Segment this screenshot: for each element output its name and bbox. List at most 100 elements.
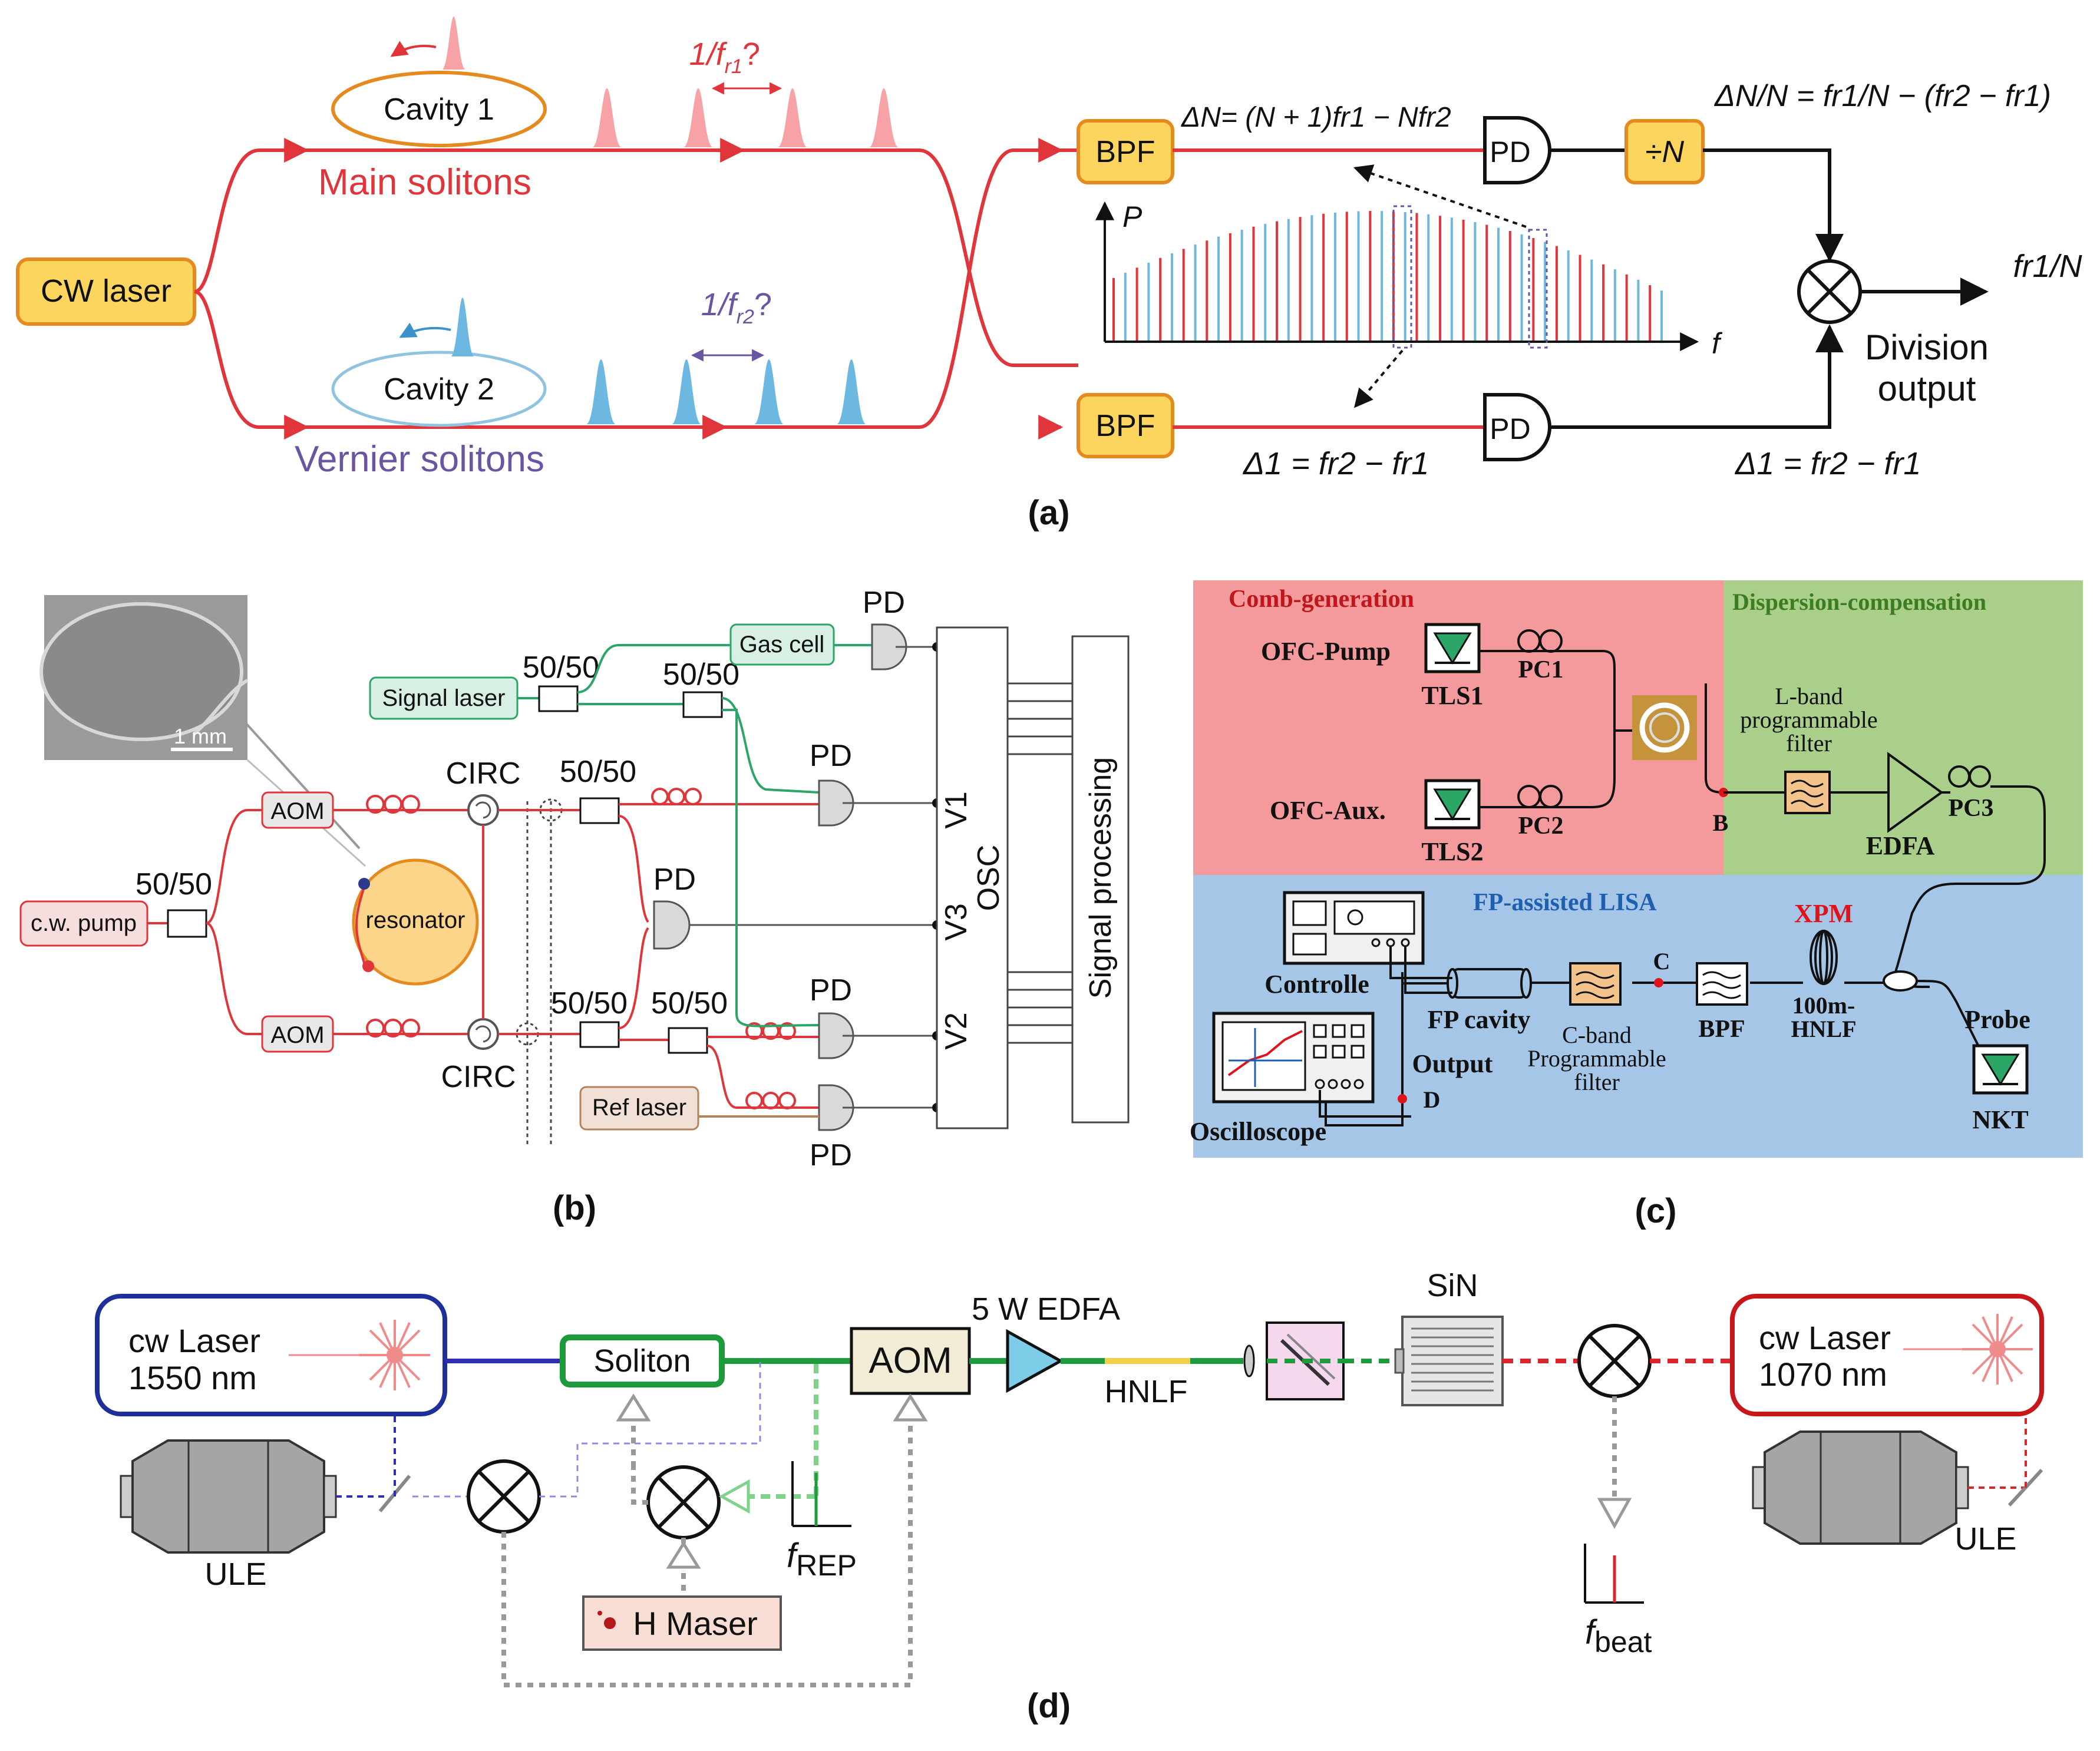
- edfa-label: EDFA: [1866, 831, 1935, 860]
- lband-label-3: filter: [1786, 730, 1832, 756]
- sem-ring: [39, 602, 243, 741]
- tls2-icon: [1424, 779, 1481, 830]
- aom-bottom-label: AOM: [270, 1022, 324, 1048]
- ule-left-cavity-icon: [120, 1439, 337, 1554]
- cw-laser-label: CW laser: [41, 273, 171, 309]
- sem-waveguide: [193, 679, 249, 735]
- rf-dotted-line: [631, 1467, 648, 1505]
- main-pulse: [869, 88, 899, 147]
- gas-cell-label: Gas cell: [739, 632, 825, 658]
- filter-waves: [1576, 971, 1614, 999]
- coupler-main-label: 50/50: [136, 867, 212, 901]
- panel-c: Comb-generation Dispersion-compensation …: [1190, 580, 2083, 1230]
- tls1-icon: [1424, 623, 1481, 673]
- counter-propagating-dot: [358, 878, 370, 890]
- pc3-label: PC3: [1949, 795, 1994, 822]
- dispersion-compensation-title: Dispersion-compensation: [1732, 589, 1986, 615]
- axis-f-label: f: [1712, 327, 1723, 360]
- fiber-green: [721, 697, 820, 794]
- pc1-label: PC1: [1518, 656, 1564, 683]
- oscilloscope-box: [936, 626, 1009, 1129]
- period-2-label: 1/fr2?: [701, 287, 772, 328]
- vernier-pulse: [586, 359, 616, 424]
- pd-gas: [871, 623, 907, 670]
- delta-n-equation: ΔN= (N + 1)fr1 − Nfr2: [1181, 102, 1451, 133]
- cavity-2-label: Cavity 2: [384, 372, 494, 407]
- rf-arrow-head: [893, 1393, 928, 1422]
- h-maser-icon: [597, 1611, 602, 1615]
- comb-generation-title: Comb-generation: [1229, 586, 1414, 613]
- ratio-equation: ΔN/N = fr1/N − (fr2 − fr1): [1713, 79, 2051, 113]
- wire-controller: [1389, 946, 1452, 979]
- rf-arrow-head: [616, 1393, 651, 1422]
- dichroic-mirror-icon: [1286, 1333, 1336, 1380]
- delta-1-equation-right: Δ1 = fr2 − fr1: [1734, 446, 1921, 481]
- edfa-icon: [1887, 752, 1944, 833]
- dispersion-compensation-region: [1723, 580, 2083, 875]
- bpf-top-label: BPF: [1095, 135, 1155, 169]
- hnlf-label: HNLF: [1104, 1374, 1187, 1409]
- fiber-probe: [1916, 980, 1987, 1061]
- h-maser-icon: [604, 1617, 616, 1629]
- v1-label: V1: [939, 791, 973, 829]
- oscilloscope-icon: [1212, 1012, 1375, 1104]
- cavity-2-pulse: [451, 298, 474, 356]
- controller-icon: [1283, 891, 1425, 965]
- pd-v1-label: PD: [810, 739, 852, 773]
- v2-label: V2: [939, 1012, 973, 1050]
- point-d-label: D: [1424, 1086, 1441, 1113]
- fiber: [618, 927, 649, 1029]
- panel-d: cw Laser 1550 nm Soliton AOM 5 W EDFA HN…: [95, 1268, 2044, 1725]
- vernier-pulse: [672, 359, 701, 424]
- ref-laser-box: [579, 1086, 699, 1131]
- pd-v1: [818, 779, 854, 827]
- laser-burst-center: [387, 1347, 403, 1363]
- coupler-signal-label: 50/50: [523, 650, 599, 685]
- pd-wires: [843, 646, 937, 1109]
- coupler-bottom-1: [579, 1021, 620, 1048]
- hnlf-coil-icon: [1810, 930, 1838, 985]
- circ-bottom-label: CIRC: [441, 1060, 516, 1094]
- main-pulse: [778, 88, 807, 147]
- axis-p-label: P: [1122, 200, 1143, 233]
- vernier-soliton-pulses: [586, 359, 866, 424]
- fiber-vernier-upper-cross: [194, 148, 1078, 429]
- laser-1550-label-1: cw Laser: [128, 1322, 260, 1359]
- laser-1070-label-2: 1070 nm: [1759, 1356, 1887, 1393]
- osc-label: OSC: [972, 845, 1006, 911]
- nkt-label: NKT: [1972, 1105, 2028, 1134]
- point-c-marker: [1654, 978, 1663, 987]
- cband-label-2: Programmable: [1527, 1045, 1666, 1072]
- coupler-signal: [538, 685, 579, 712]
- fbeat-label: fbeat: [1585, 1613, 1652, 1659]
- spectrum-comb-lines: [1112, 211, 1663, 341]
- point-b-label: B: [1713, 810, 1729, 836]
- divider-label: ÷N: [1645, 135, 1685, 169]
- aom-top-label: AOM: [270, 798, 324, 824]
- pd-v2: [818, 1012, 854, 1059]
- frep-label: fREP: [787, 1537, 857, 1582]
- fiber: [206, 922, 262, 1035]
- main-pulse: [592, 88, 622, 147]
- pd-gas-label: PD: [863, 586, 905, 620]
- comb-spectrum: P f: [1095, 164, 1723, 408]
- sin-label: SiN: [1427, 1268, 1478, 1303]
- circulator-top: [467, 794, 499, 826]
- pd-top: [1483, 116, 1551, 184]
- mixer-icon-cross: [477, 1470, 530, 1523]
- pd-v2-label: PD: [810, 973, 852, 1007]
- fiber: [206, 809, 262, 924]
- aom-label: AOM: [869, 1340, 952, 1381]
- resonator-ring: [352, 858, 479, 986]
- vernier-pulse: [754, 359, 784, 424]
- main-solitons-label: Main solitons: [318, 162, 531, 203]
- circ-top-label: CIRC: [445, 756, 520, 791]
- cband-label-3: filter: [1574, 1069, 1620, 1095]
- selected-line-box: [1528, 229, 1548, 349]
- polarization-loops: [366, 795, 420, 1038]
- sin-chip: [1401, 1316, 1504, 1406]
- nkt-laser-icon: [1972, 1044, 2029, 1095]
- ule-left-label: ULE: [204, 1557, 266, 1592]
- vernier-pulse: [837, 359, 866, 424]
